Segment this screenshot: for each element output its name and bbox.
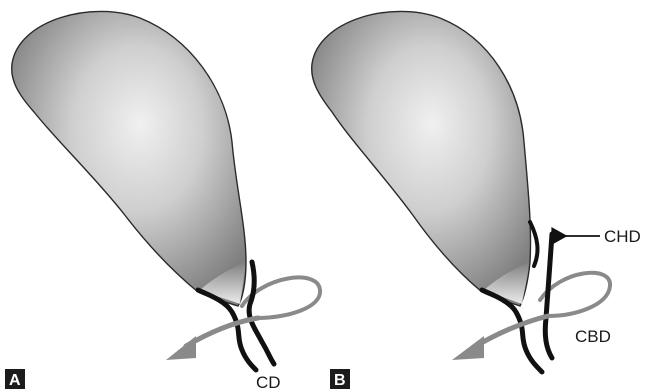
torsion-arrowhead-b — [452, 336, 484, 360]
gallbladder-body-a — [12, 11, 246, 306]
cystic-duct-right-wall-a — [249, 262, 274, 364]
cystic-duct-label: CD — [256, 373, 281, 391]
panel-b: CHD CBD B — [312, 11, 641, 389]
torsion-arrowhead-a — [166, 336, 196, 360]
panel-a-letter: A — [9, 372, 21, 389]
panel-a: CD A — [5, 11, 320, 391]
torsion-loop-front-b — [476, 316, 548, 346]
common-bile-duct-wall — [545, 234, 552, 358]
gallbladder-body-b — [312, 11, 531, 306]
torsion-loop-front-a — [186, 318, 258, 346]
common-hepatic-duct-label: CHD — [604, 227, 641, 246]
panel-b-letter: B — [334, 372, 346, 389]
common-bile-duct-label: CBD — [575, 327, 611, 346]
